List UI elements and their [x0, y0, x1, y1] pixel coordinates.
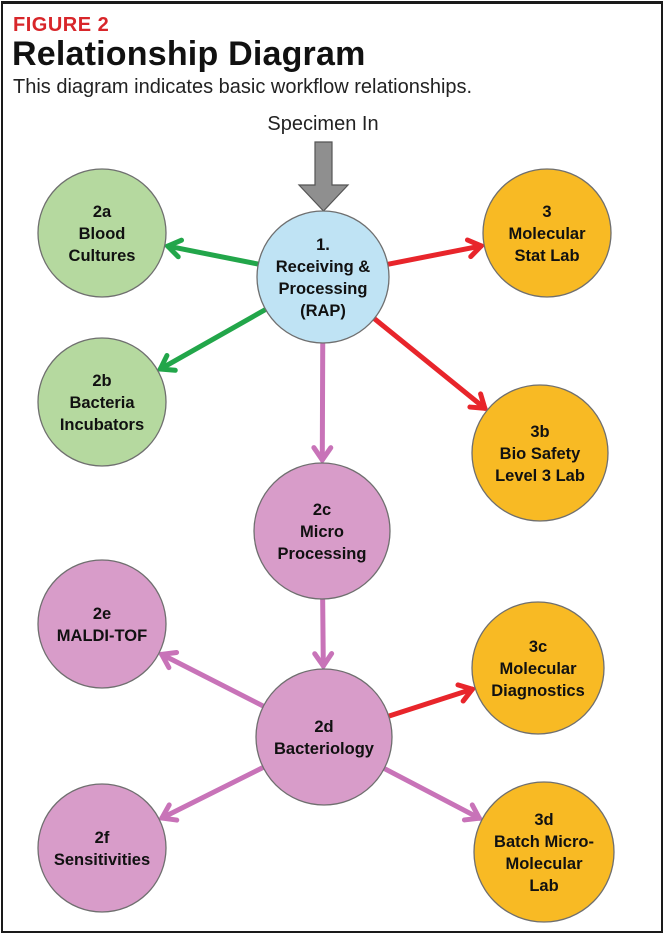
edge-arrowhead	[467, 391, 489, 412]
edge-n2d-n2f	[157, 764, 268, 823]
node-circle	[255, 668, 393, 806]
specimen-input: Specimen In	[267, 113, 379, 212]
node-circle	[471, 601, 605, 735]
figure-label: FIGURE 2	[13, 14, 110, 36]
edge-line	[159, 651, 268, 710]
node-circle	[256, 210, 390, 344]
node-label-line: Molecular	[508, 225, 586, 243]
edge-line	[370, 314, 488, 411]
node-circle	[37, 337, 167, 467]
edge-line	[320, 594, 326, 669]
specimen-in-label: Specimen In	[267, 113, 378, 135]
edge-n1-n3b	[370, 314, 489, 412]
node-label-line: Micro	[300, 523, 344, 541]
node-circle	[37, 559, 167, 689]
nodes-layer: 1. Receiving & Processing (RAP) 2aBloodCultu…	[37, 168, 615, 923]
node-circle	[253, 462, 391, 600]
edge-line	[165, 243, 263, 268]
node-circle	[37, 168, 167, 298]
node-label-line: Molecular	[499, 660, 577, 678]
node-label-line: Processing	[279, 280, 368, 298]
edge-arrowhead	[464, 237, 486, 260]
node-label-line: 3c	[529, 638, 547, 656]
node-label-line: Bacteria	[69, 394, 135, 412]
node-label-line: Cultures	[69, 247, 136, 265]
node-circle	[37, 783, 167, 913]
node-label-line: Lab	[529, 877, 558, 895]
edge-n2d-n3d	[379, 765, 484, 823]
page-subtitle: This diagram indicates basic workflow re…	[13, 76, 473, 98]
edge-arrowhead	[455, 682, 477, 704]
edge-line	[383, 243, 484, 268]
specimen-in-arrow	[297, 141, 350, 212]
edge-line	[384, 686, 475, 720]
node-label-line: 3	[542, 203, 551, 221]
edge-n2d-n2e	[157, 649, 268, 710]
node-label-line: 2b	[92, 372, 111, 390]
edge-arrowhead	[461, 802, 484, 823]
edge-line	[157, 306, 270, 372]
node-label-line: 3b	[530, 423, 549, 441]
page-title: Relationship Diagram	[12, 35, 366, 73]
node-label-line: 2f	[95, 829, 110, 847]
edge-arrowhead	[156, 353, 178, 373]
edge-n1-n3	[383, 237, 486, 268]
node-label-line: Bio Safety	[500, 445, 582, 463]
edge-arrowhead	[163, 237, 185, 260]
node-label-line: 2e	[93, 605, 111, 623]
node-label-line: Receiving &	[276, 258, 371, 276]
node-label-line: 2c	[313, 501, 331, 519]
node-label-line: (RAP)	[300, 302, 346, 320]
node-label-line: Processing	[278, 545, 367, 563]
edge-arrowhead	[311, 445, 334, 465]
node-label-line: 2d	[314, 718, 333, 736]
node-circle	[473, 781, 615, 923]
edge-arrowhead	[312, 651, 335, 671]
node-label-line: MALDI-TOF	[57, 627, 147, 645]
node-label-line: 1.	[316, 236, 330, 254]
edge-n1-n2a	[163, 237, 263, 268]
edge-line	[379, 765, 482, 821]
node-circle	[482, 168, 612, 298]
edge-n2d-n3c	[384, 682, 477, 720]
edge-arrowhead	[157, 802, 180, 823]
edge-arrowhead	[157, 649, 180, 671]
node-label-line: 3d	[534, 811, 553, 829]
node-label-line: Bacteriology	[274, 740, 375, 758]
node-label-line: Incubators	[60, 416, 144, 434]
node-label-line: Batch Micro-	[494, 833, 594, 851]
node-label-line: Blood	[79, 225, 126, 243]
edge-n2c-n2d	[312, 594, 335, 671]
edges-layer	[156, 237, 489, 823]
node-circle	[471, 384, 609, 522]
edge-n1-n2c	[311, 338, 334, 465]
node-n1: 1. Receiving & Processing (RAP)	[256, 210, 390, 344]
node-label-line: Stat Lab	[514, 247, 579, 265]
edge-line	[159, 764, 268, 821]
node-label-line: Sensitivities	[54, 851, 150, 869]
node-label-line: Diagnostics	[491, 682, 585, 700]
node-label-line: 2a	[93, 203, 112, 221]
edge-n1-n2b	[156, 306, 270, 373]
node-label-line: Level 3 Lab	[495, 467, 585, 485]
node-label-line: Molecular	[505, 855, 583, 873]
